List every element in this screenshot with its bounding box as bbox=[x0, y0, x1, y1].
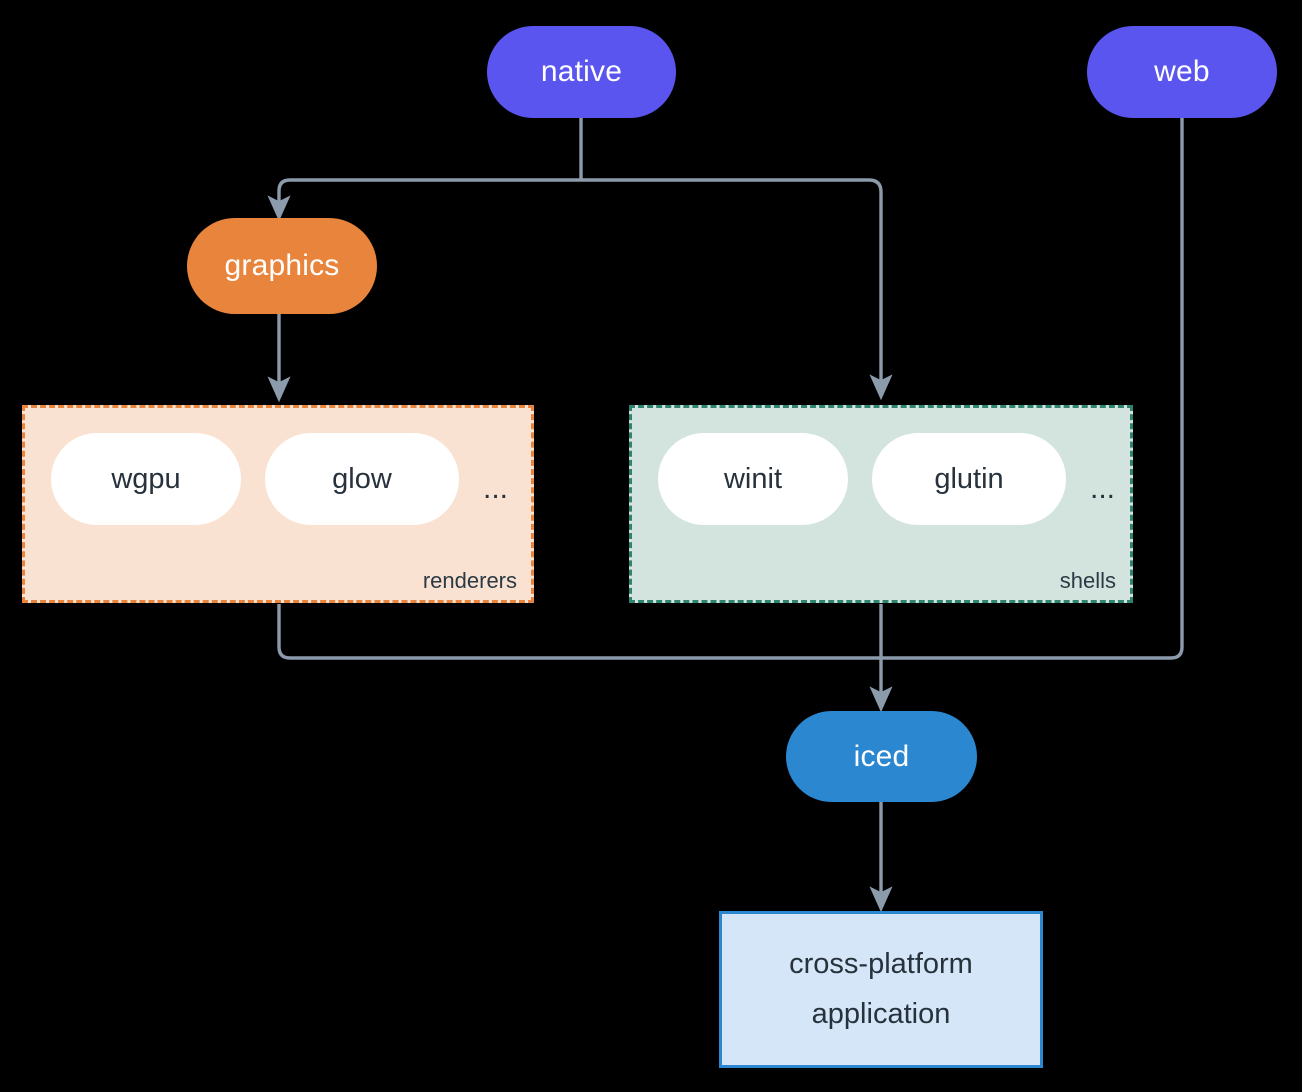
item-pill-wgpu-label: wgpu bbox=[111, 462, 181, 495]
node-graphics-label: graphics bbox=[224, 249, 340, 282]
item-pill-winit[interactable]: winit bbox=[658, 433, 848, 525]
item-pill-winit-label: winit bbox=[723, 462, 782, 495]
edge-native-to-shells bbox=[581, 178, 893, 401]
edge-renderers-to-iced bbox=[277, 604, 881, 660]
shells-overflow-ellipsis: ... bbox=[1090, 472, 1116, 505]
item-pill-glow-label: glow bbox=[332, 462, 392, 495]
node-graphics[interactable]: graphics bbox=[187, 218, 377, 314]
application-label-line-2: application bbox=[811, 997, 951, 1030]
node-web[interactable]: web bbox=[1087, 26, 1277, 118]
node-cross-platform-application[interactable]: cross-platform application bbox=[719, 911, 1043, 1068]
node-native[interactable]: native bbox=[487, 26, 676, 118]
edge-web-to-iced bbox=[881, 118, 1184, 660]
edge-native-to-graphics bbox=[267, 178, 581, 222]
renderers-overflow-ellipsis: ... bbox=[483, 472, 509, 505]
node-native-label: native bbox=[540, 55, 623, 88]
group-renderers: wgpu glow ... renderers bbox=[22, 405, 534, 603]
item-pill-wgpu[interactable]: wgpu bbox=[51, 433, 241, 525]
group-shells: winit glutin ... shells bbox=[629, 405, 1133, 603]
group-renderers-label: renderers bbox=[422, 568, 517, 593]
application-label-line-1: cross-platform bbox=[789, 948, 973, 981]
item-pill-glutin[interactable]: glutin bbox=[872, 433, 1066, 525]
node-iced-label: iced bbox=[853, 739, 910, 773]
node-iced[interactable]: iced bbox=[786, 711, 977, 802]
item-pill-glutin-label: glutin bbox=[934, 462, 1004, 495]
node-web-label: web bbox=[1154, 55, 1210, 88]
item-pill-glow[interactable]: glow bbox=[265, 433, 459, 525]
group-shells-label: shells bbox=[1059, 568, 1116, 593]
